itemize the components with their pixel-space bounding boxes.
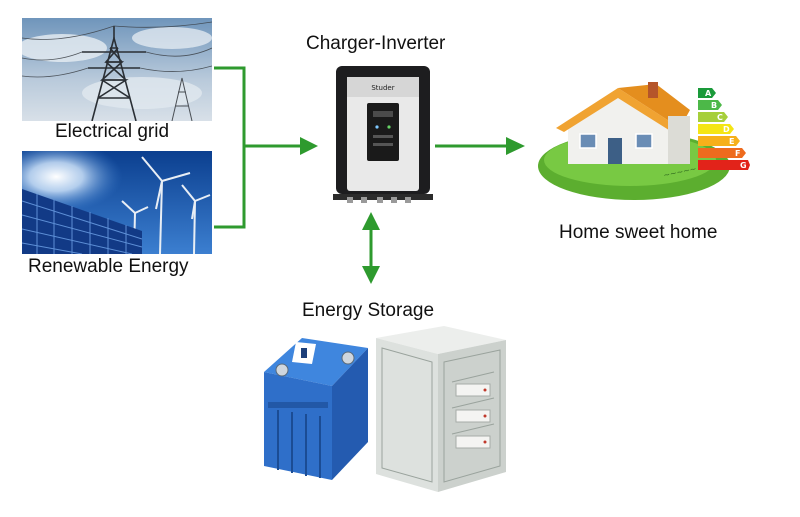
arrow-head-down-to-storage [362, 266, 380, 284]
energy-class-g: G [740, 161, 747, 170]
arrow-head-into-home [506, 137, 525, 155]
battery-image [256, 330, 374, 490]
grid-connector-line [214, 66, 246, 229]
energy-class-d: D [723, 125, 730, 134]
energy-class-b: B [711, 101, 717, 110]
energy-class-c: C [717, 113, 723, 122]
charger-inverter-device: Studer [333, 63, 433, 203]
renewable-energy-label: Renewable Energy [28, 256, 189, 277]
arrow-head-into-inverter [300, 137, 318, 155]
electrical-grid-image [22, 18, 212, 121]
electrical-grid-label: Electrical grid [55, 121, 170, 142]
renewable-energy-image [22, 151, 212, 254]
energy-storage-label: Energy Storage [302, 300, 435, 321]
home-illustration: ~~~~~ A B C D E F G [538, 82, 760, 202]
energy-class-a: A [705, 89, 712, 98]
home-label: Home sweet home [559, 222, 718, 243]
energy-class-f: F [735, 149, 740, 158]
device-brand: Studer [371, 84, 394, 92]
energy-class-e: E [729, 137, 734, 146]
arrow-head-up-to-inverter [362, 212, 380, 230]
energy-efficiency-label: A B C D E F G [698, 86, 750, 172]
storage-cabinet-image [372, 322, 508, 494]
charger-inverter-label: Charger-Inverter [306, 33, 446, 54]
